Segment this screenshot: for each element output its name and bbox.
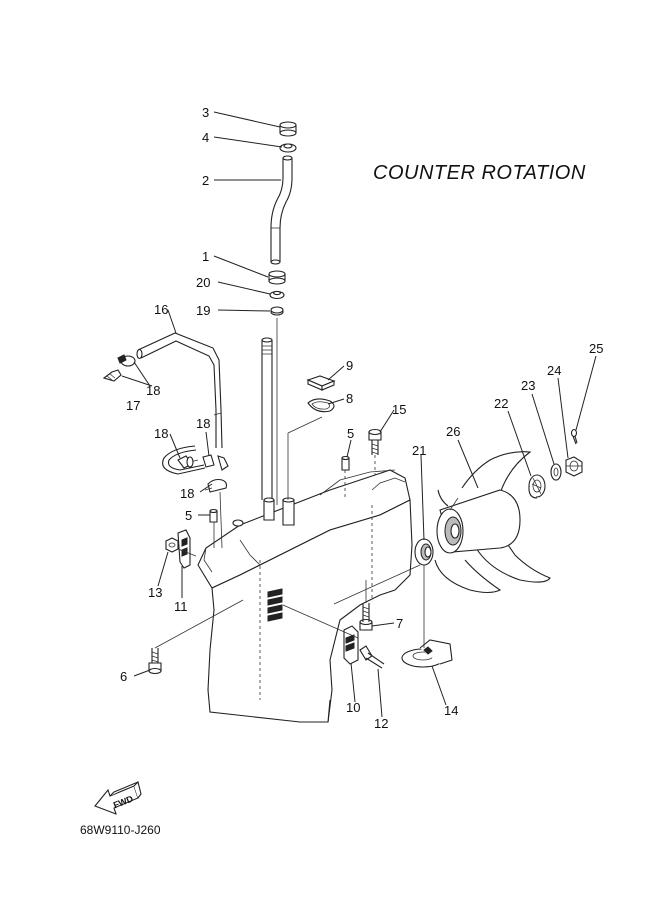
part-9-seal <box>306 375 336 391</box>
callout-18-right: 18 <box>196 416 210 431</box>
part-13-nut <box>165 537 179 553</box>
part-21-thrust-washer <box>414 538 434 566</box>
part-26-propeller <box>434 451 551 594</box>
part-2-water-tube <box>270 155 293 265</box>
part-8-seal <box>307 398 335 413</box>
callout-18-left: 18 <box>154 426 168 441</box>
callout-14: 14 <box>444 703 458 718</box>
part-24-nut <box>565 456 583 477</box>
callout-2: 2 <box>202 173 209 188</box>
callout-5-lower: 5 <box>185 508 192 523</box>
callout-leaders <box>121 111 597 718</box>
assembly-lines <box>154 416 459 649</box>
callout-8: 8 <box>346 391 353 406</box>
callout-20: 20 <box>196 275 210 290</box>
callout-23: 23 <box>521 378 535 393</box>
callout-18-upper: 18 <box>146 383 160 398</box>
part-25-cotter-pin <box>570 428 578 445</box>
callout-26: 26 <box>446 424 460 439</box>
part-3-grommet <box>279 121 297 137</box>
callout-labels: 3 4 2 1 20 19 16 18 17 9 8 15 5 18 18 18… <box>120 105 603 731</box>
part-4-seal <box>279 143 297 153</box>
callout-4: 4 <box>202 130 209 145</box>
forward-arrow-icon: FWD <box>94 780 142 815</box>
callout-12: 12 <box>374 716 388 731</box>
part-7-bolt <box>359 603 373 631</box>
callout-5-upper: 5 <box>347 426 354 441</box>
callout-22: 22 <box>494 396 508 411</box>
callout-6: 6 <box>120 669 127 684</box>
callout-9: 9 <box>346 358 353 373</box>
drawing-code: 68W9110-J260 <box>80 823 161 837</box>
callout-13: 13 <box>148 585 162 600</box>
callout-24: 24 <box>547 363 561 378</box>
callout-7: 7 <box>396 616 403 631</box>
callout-11: 11 <box>174 599 188 614</box>
part-16-hose <box>136 332 223 449</box>
callout-25: 25 <box>589 341 603 356</box>
part-15-bolt <box>368 428 382 455</box>
callout-15: 15 <box>392 402 406 417</box>
lower-case-housing <box>197 469 413 723</box>
callout-3: 3 <box>202 105 209 120</box>
callout-19: 19 <box>196 303 210 318</box>
callout-21: 21 <box>412 443 426 458</box>
part-22-spacer <box>528 474 546 499</box>
part-17-fitting <box>102 369 122 382</box>
part-18-clamp-upper <box>117 354 136 367</box>
part-23-washer <box>550 463 562 481</box>
part-20-seal <box>269 290 285 300</box>
part-5-pin-upper <box>341 455 350 471</box>
diagram-title: COUNTER ROTATION <box>373 162 586 184</box>
part-1-grommet <box>268 270 286 285</box>
callout-16: 16 <box>154 302 168 317</box>
part-19-grommet <box>270 306 284 316</box>
part-14-anode <box>401 639 453 668</box>
drive-shaft <box>261 318 278 505</box>
part-10-inlet-cover <box>343 625 359 665</box>
part-11-trim-tab <box>177 529 191 569</box>
part-5-pin-lower <box>209 508 218 523</box>
part-12-screw <box>359 645 385 669</box>
callout-18-lower: 18 <box>180 486 194 501</box>
part-18-clamps-lower <box>162 445 229 493</box>
part-6-bolt <box>148 648 162 675</box>
callout-1: 1 <box>202 249 209 264</box>
callout-17: 17 <box>126 398 140 413</box>
callout-10: 10 <box>346 700 360 715</box>
